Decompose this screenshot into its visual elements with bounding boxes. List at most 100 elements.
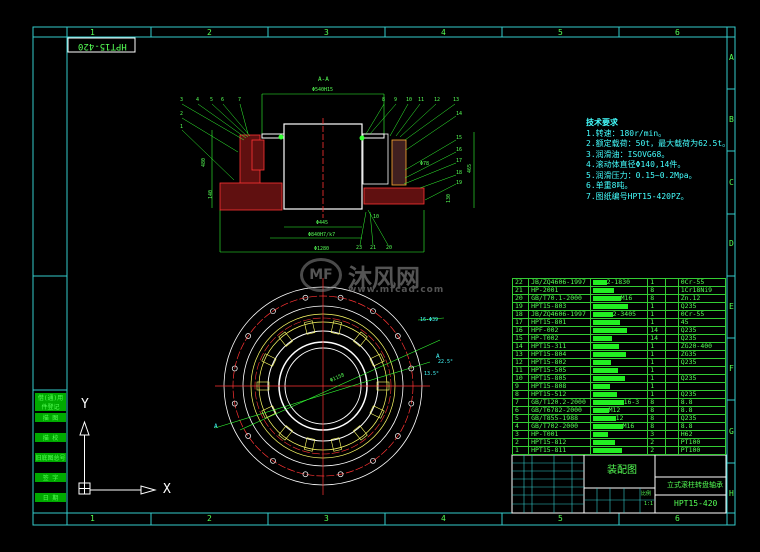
parts-mat: Zn.12 xyxy=(680,294,701,302)
parts-qty: 8 xyxy=(650,286,655,294)
parts-cell: 0Cr-55 xyxy=(677,278,727,287)
parts-code: HPT15-505 xyxy=(531,366,567,374)
side-box xyxy=(32,389,68,514)
watermark-url: www.mfcad.com xyxy=(348,285,445,295)
parts-cell: 1 xyxy=(647,318,667,327)
roller xyxy=(278,331,293,347)
parts-cell xyxy=(677,382,727,391)
parts-qty: 1 xyxy=(650,342,655,350)
parts-code: HPT15-805 xyxy=(531,374,567,382)
parts-cell: 1 xyxy=(647,350,667,359)
bolt-hole xyxy=(231,400,238,407)
parts-cell xyxy=(589,430,649,439)
parts-cell: 12 xyxy=(589,414,649,423)
parts-cell: GB/T120.2-2000 xyxy=(528,398,591,407)
parts-no: 4 xyxy=(515,422,519,430)
note-item: 3.润滑油：ISOVG68。 xyxy=(586,149,670,159)
parts-mat: PT100 xyxy=(680,446,701,454)
dim-left-h2: 140 xyxy=(208,189,215,200)
bolt-hole xyxy=(245,433,252,439)
side-box-label: 旧底图总号 xyxy=(35,453,66,462)
parts-cell: Q235 xyxy=(677,390,727,399)
parts-no: 20 xyxy=(515,294,523,302)
column-label: 5 xyxy=(558,514,563,523)
parts-cell: 8.8 xyxy=(677,422,727,431)
parts-cell xyxy=(665,414,679,423)
part-callout: 12 xyxy=(434,97,441,103)
note-item: 2.额定载荷：50t，最大载荷为62.5t。 xyxy=(586,139,731,148)
scale-label: 比例 xyxy=(641,491,652,497)
parts-cell: 8 xyxy=(647,286,667,295)
parts-mat: Q235 xyxy=(680,414,697,422)
title-block xyxy=(511,454,727,514)
parts-qty: 8 xyxy=(650,398,655,406)
parts-code: GB/T120.2-2000 xyxy=(531,398,586,406)
column-label: 6 xyxy=(675,514,680,523)
parts-code: HP-T002 xyxy=(531,334,559,342)
parts-name: M16 xyxy=(620,294,633,302)
drawing-title: 装配图 xyxy=(607,465,637,476)
parts-cell: 2-3405 xyxy=(589,310,649,319)
parts-qty: 8 xyxy=(650,294,655,302)
technical-requirements: 技术要求 1.转速：180r/min。 2.额定载荷：50t，最大载荷为62.5… xyxy=(586,119,730,203)
parts-cell: HPT15-812 xyxy=(528,438,591,447)
parts-cell xyxy=(665,334,679,343)
parts-cell: 2 xyxy=(647,446,667,455)
parts-mat: 8.8 xyxy=(680,422,693,430)
parts-cell: 8 xyxy=(647,414,667,423)
parts-cell: 7 xyxy=(511,398,530,407)
parts-mat: 45 xyxy=(680,318,689,326)
parts-cell: 5 xyxy=(511,414,530,423)
parts-cell: 1 xyxy=(511,446,530,455)
dim-gap: 10 xyxy=(373,214,380,220)
parts-cell: 14 xyxy=(511,342,530,351)
bolt-hole xyxy=(302,294,309,301)
parts-cell xyxy=(665,350,679,359)
parts-qty: 1 xyxy=(650,318,655,326)
parts-mat: 0Cr-55 xyxy=(680,310,705,318)
parts-cell xyxy=(665,326,679,335)
roller xyxy=(261,405,277,419)
parts-cell: 1 xyxy=(647,278,667,287)
parts-no: 11 xyxy=(515,366,523,374)
parts-mat: 1Cr18Ni9 xyxy=(680,286,713,294)
parts-cell xyxy=(665,302,679,311)
parts-code: GB/T702-2000 xyxy=(531,422,579,430)
parts-cell: 2 xyxy=(511,438,530,447)
parts-mat: 8.8 xyxy=(680,406,693,414)
parts-code: HPT15-811 xyxy=(531,446,567,454)
parts-no: 9 xyxy=(515,382,519,390)
parts-cell: 8 xyxy=(647,422,667,431)
parts-no: 16 xyxy=(515,326,523,334)
row-label: B xyxy=(729,115,734,124)
parts-name: 16-3 xyxy=(623,398,640,406)
parts-cell: 11 xyxy=(511,366,530,375)
row-label: A xyxy=(729,53,734,62)
parts-cell: 1 xyxy=(647,390,667,399)
parts-cell: M16 xyxy=(589,422,649,431)
parts-cell xyxy=(589,302,649,311)
dim-right-h2: 130 xyxy=(446,193,453,204)
parts-cell: 15 xyxy=(511,334,530,343)
parts-cell: 8 xyxy=(647,398,667,407)
reversed-drawing-number: HPT15-420 xyxy=(78,41,127,51)
side-box-label: 日 期 xyxy=(35,493,66,502)
parts-cell: HPT15-811 xyxy=(528,446,591,455)
parts-qty: 1 xyxy=(650,302,655,310)
note-item: 4.滚动体直径Φ140,14件。 xyxy=(586,160,686,169)
row-label: C xyxy=(729,178,734,187)
parts-code: JB/ZQ4606-1997 xyxy=(531,278,586,286)
parts-qty: 8 xyxy=(650,406,655,414)
note-item: 6.单重8吨。 xyxy=(586,181,633,190)
parts-qty: 14 xyxy=(650,326,659,334)
parts-mat: PT100 xyxy=(680,438,701,446)
hole-note: 16-Φ39 xyxy=(420,317,439,323)
dim-bottom: Φ1280 xyxy=(314,246,330,252)
parts-code: HPF-002 xyxy=(531,326,559,334)
